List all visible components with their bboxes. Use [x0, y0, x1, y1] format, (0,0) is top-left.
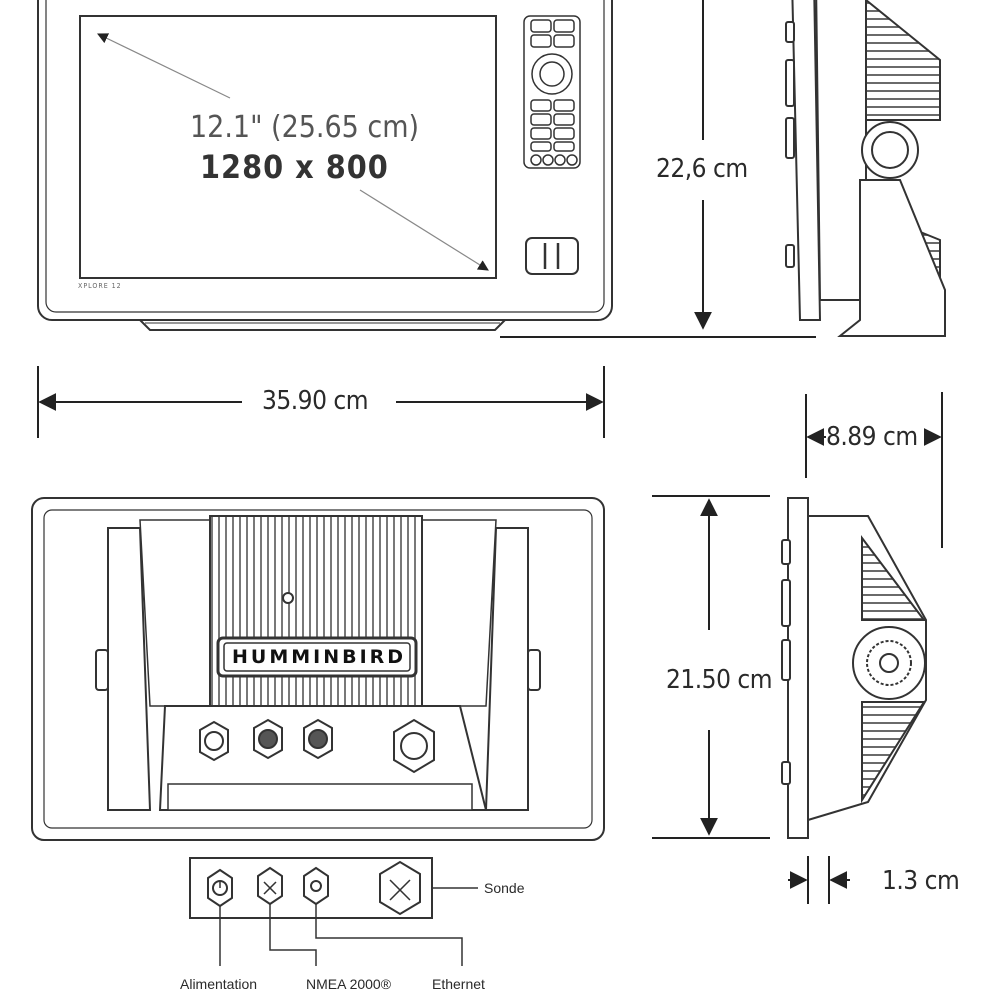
- side-view-top: [785, 0, 946, 337]
- diagonal-arrow-top: [97, 33, 231, 99]
- side-bezel-2: [787, 497, 809, 839]
- sonar-label: Sonde: [484, 880, 525, 896]
- power-key: [525, 237, 579, 275]
- nmea-label: NMEA 2000®: [306, 976, 392, 992]
- dim-depth: [805, 392, 943, 548]
- rear-view: [31, 497, 605, 841]
- screen-resolution-label: 1280 x 800: [200, 148, 389, 186]
- brand-label: HUMMINBIRD: [232, 646, 407, 668]
- side-bracket: [837, 179, 946, 337]
- side-heatsink-top: [865, 0, 941, 121]
- front-view: [37, 0, 613, 331]
- power-label: Alimentation: [180, 976, 258, 992]
- dim-bezel: [788, 856, 850, 904]
- leader-ethernet: [315, 904, 463, 966]
- rear-heatsink: [209, 515, 423, 717]
- height-front-label: 22,6 cm: [656, 154, 748, 184]
- rear-mount-right: [484, 527, 529, 811]
- legend-nmea-icon: [257, 866, 283, 906]
- side2-heatsink-bottom: [861, 701, 926, 804]
- front-mount-base: [139, 319, 506, 331]
- depth-label: 8.89 cm: [826, 422, 918, 452]
- side-view-bottom: [781, 497, 927, 839]
- front-bezel: [37, 0, 613, 321]
- height-rear-label: 21.50 cm: [666, 665, 773, 695]
- rear-mount-left: [107, 527, 152, 811]
- dim-width: [37, 366, 605, 438]
- keypad: [523, 15, 581, 169]
- dim-height-front: [500, 0, 816, 338]
- side2-heatsink-top: [861, 535, 927, 621]
- side-bezel: [791, 0, 822, 321]
- front-bezel-inner: [45, 0, 605, 313]
- connector-legend: [189, 857, 478, 966]
- ethernet-label: Ethernet: [432, 976, 485, 992]
- rear-connectors: [199, 718, 435, 774]
- width-label: 35.90 cm: [262, 386, 369, 416]
- screen-size-label: 12.1" (25.65 cm): [190, 110, 420, 145]
- diagonal-arrow-bottom: [359, 189, 489, 271]
- leader-nmea: [269, 904, 317, 966]
- screen-area: [79, 15, 497, 279]
- dim-height-rear: [652, 495, 770, 839]
- legend-sonar-icon: [379, 860, 421, 916]
- model-label: XPLORE 12: [78, 282, 122, 290]
- bezel-label: 1.3 cm: [882, 866, 960, 896]
